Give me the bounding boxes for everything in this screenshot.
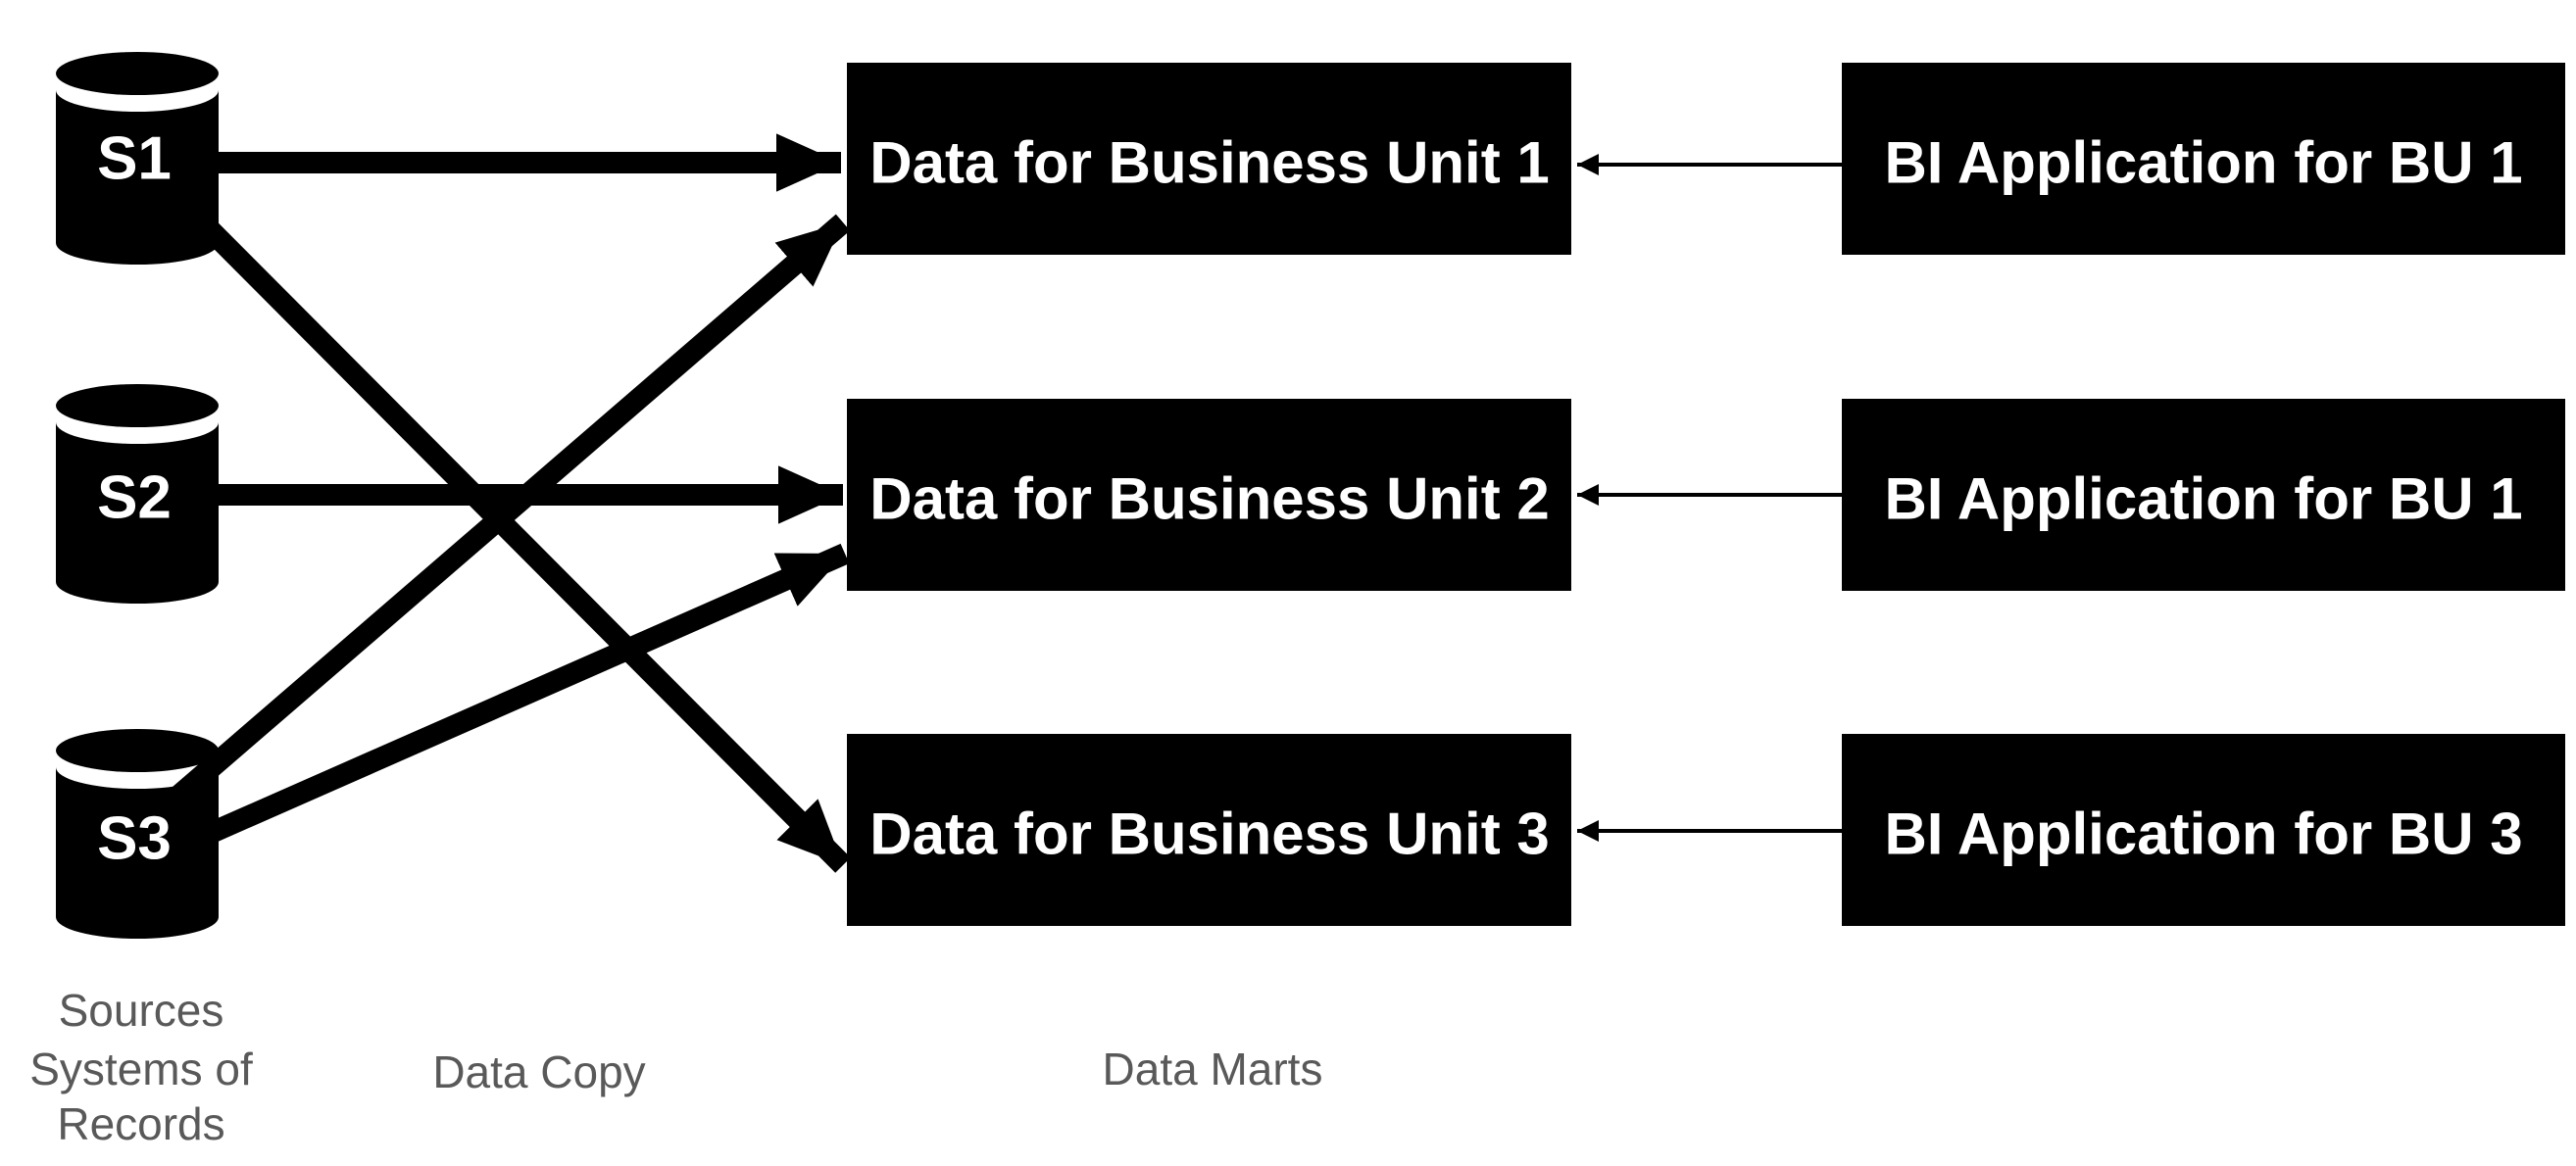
data-mart-node-2: Data for Business Unit 2 [847, 399, 1571, 591]
bi-app-box [1842, 734, 2565, 926]
data-mart-box [847, 399, 1571, 591]
copy-arrow-s3-to-mart2 [162, 543, 850, 863]
bi-app-node-3: BI Application for BU 3 [1842, 734, 2565, 926]
source-node-s2: S2 [56, 384, 219, 604]
database-cylinder-cap [56, 384, 219, 427]
copy-arrows [134, 133, 851, 873]
data-mart-node-1: Data for Business Unit 1 [847, 63, 1571, 255]
database-cylinder-icon [56, 422, 219, 604]
caption-data-copy: Data Copy [432, 1046, 645, 1097]
bi-app-node-1: BI Application for BU 1 [1842, 63, 2565, 255]
data-mart-label: Data for Business Unit 2 [869, 466, 1550, 532]
caption-sources-line2: Systems of [29, 1044, 253, 1094]
bi-app-label: BI Application for BU 1 [1884, 130, 2522, 196]
bi-app-box [1842, 399, 2565, 591]
database-cylinder-icon [56, 767, 219, 939]
bi-app-box [1842, 63, 2565, 255]
source-node-s1: S1 [56, 52, 219, 265]
read-arrows [1577, 154, 1842, 842]
database-cylinder-icon [56, 90, 219, 265]
caption-data-marts: Data Marts [1103, 1044, 1323, 1094]
source-label: S2 [97, 464, 172, 532]
database-cylinder-cap [56, 729, 219, 772]
source-label: S1 [97, 125, 172, 193]
data-mart-box [847, 734, 1571, 926]
database-cylinder-cap [56, 52, 219, 95]
data-mart-box [847, 63, 1571, 255]
column-captions: Sources Systems of Records Data Copy Dat… [29, 985, 1322, 1149]
bi-app-node-2: BI Application for BU 1 [1842, 399, 2565, 591]
data-mart-label: Data for Business Unit 1 [869, 130, 1550, 196]
bi-app-label: BI Application for BU 1 [1884, 466, 2522, 532]
source-label: S3 [97, 805, 172, 873]
data-mart-label: Data for Business Unit 3 [869, 802, 1550, 867]
bi-app-label: BI Application for BU 3 [1884, 802, 2522, 867]
copy-arrow-s3-to-mart1 [139, 214, 851, 832]
source-node-s3: S3 [56, 729, 219, 939]
caption-sources-line1: Sources [59, 985, 224, 1036]
data-mart-node-3: Data for Business Unit 3 [847, 734, 1571, 926]
caption-sources-line3: Records [57, 1098, 224, 1149]
